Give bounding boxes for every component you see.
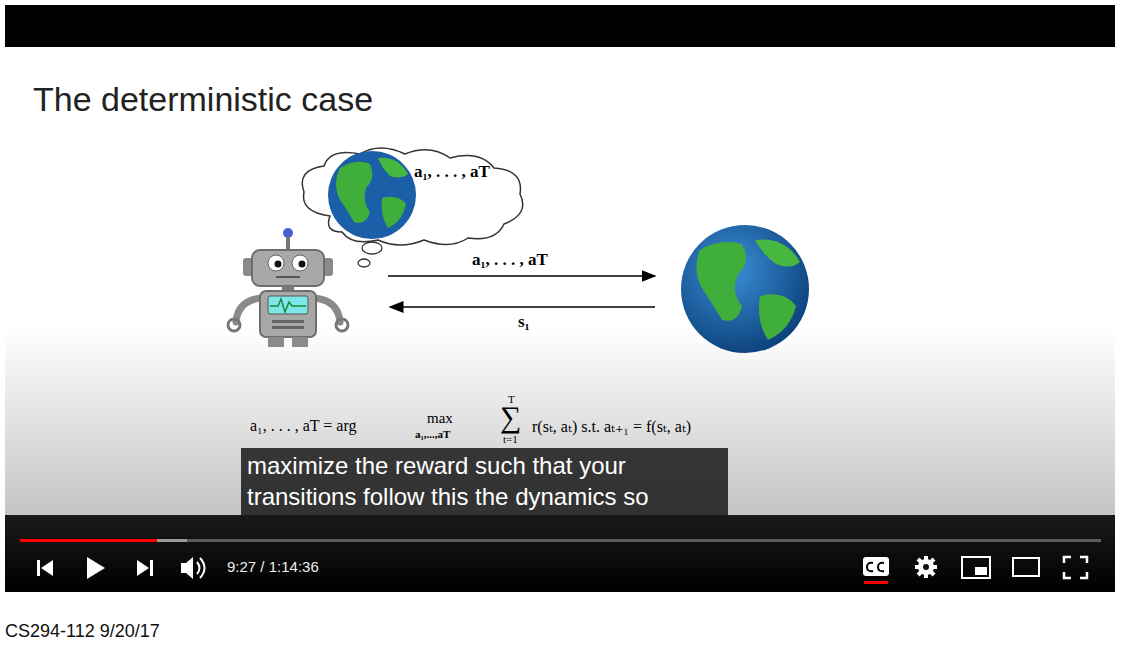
equation-lhs: a₁, . . . , aT = arg (250, 417, 356, 435)
letterbox-bar (5, 5, 1115, 47)
progress-track (20, 539, 1101, 542)
subtitle-text: maximize the reward such that your trans… (247, 450, 722, 512)
equation-limit: t=1 (503, 433, 518, 445)
slide-title: The deterministic case (33, 80, 373, 119)
equation-rhs: r(sₜ, aₜ) s.t. aₜ₊₁ = f(sₜ, aₜ) (532, 417, 691, 436)
cloud-label: a₁, . . . , aT (414, 162, 490, 182)
state-label: s₁ (518, 312, 530, 332)
equation-operator: max (427, 410, 453, 427)
robot-illustration (228, 228, 348, 347)
buffered-bar (20, 539, 187, 542)
video-title: CS294-112 9/20/17 (5, 621, 160, 642)
control-bar (5, 515, 1115, 592)
action-label: a₁, . . . , aT (472, 250, 548, 270)
action-arrow (388, 275, 655, 277)
subtitle-box: maximize the reward such that your trans… (241, 448, 728, 515)
time-display: 9:27 / 1:14:36 (227, 558, 319, 575)
played-bar (20, 539, 157, 542)
equation-subscript: a₁,...,aT (415, 428, 450, 440)
player-controls (37, 556, 1087, 584)
world-globe (681, 225, 809, 353)
state-arrow (390, 306, 655, 308)
thought-cloud: a₁, . . . , aT (290, 146, 532, 244)
sum-symbol: ∑ (500, 401, 521, 433)
slide-background (5, 47, 1115, 517)
